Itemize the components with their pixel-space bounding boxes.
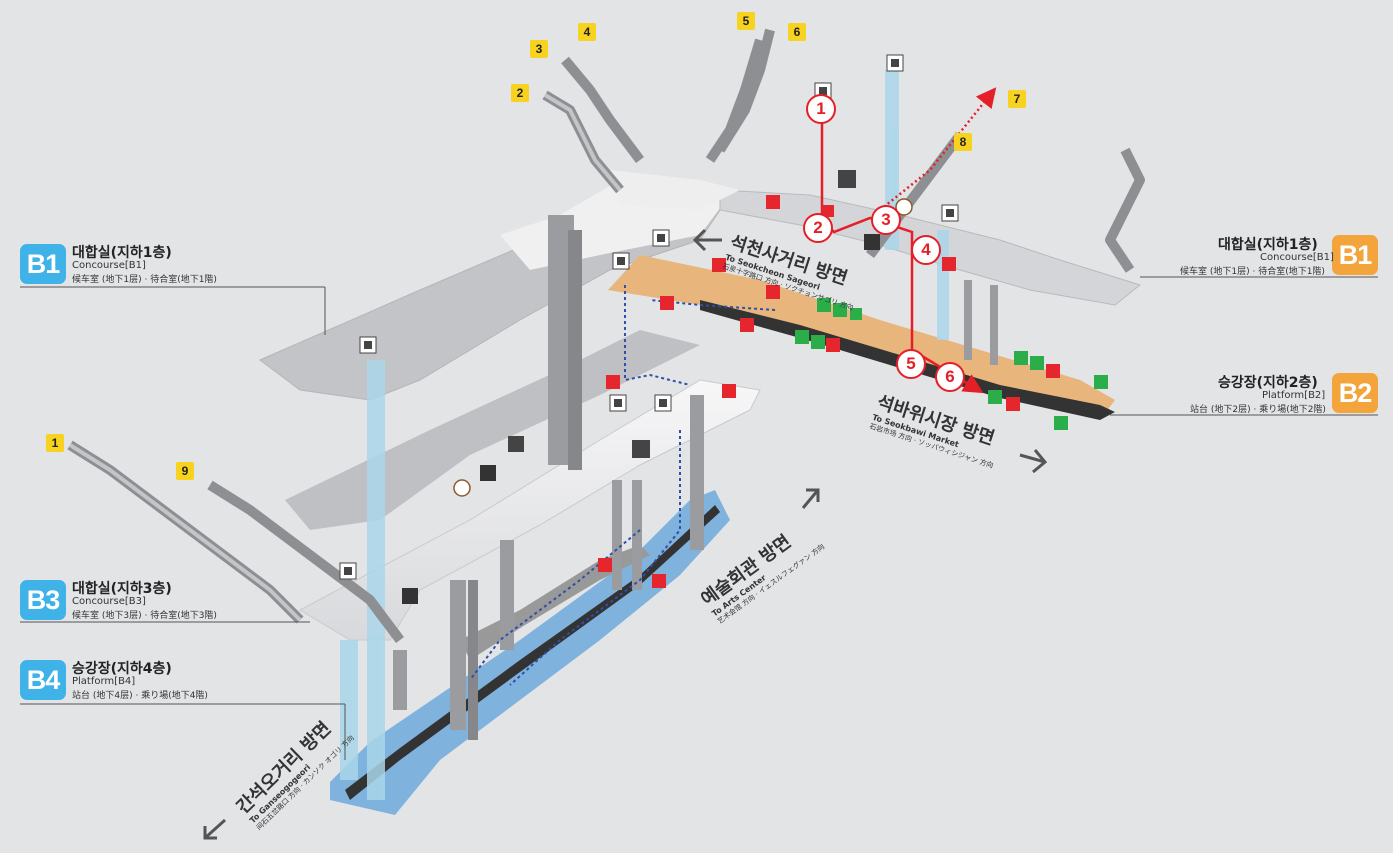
floor-cjk: 候车室 (地下3层) · 待合室(地下3階) <box>72 611 217 621</box>
floor-english: Platform[B2] <box>1262 390 1326 401</box>
restroom-icon <box>632 170 856 458</box>
floor-badge: B3 <box>20 580 66 620</box>
route-step-marker: 2 <box>803 213 833 243</box>
floor-badge: B4 <box>20 660 66 700</box>
exit-number-tag: 6 <box>788 23 806 41</box>
route-step-marker: 5 <box>896 349 926 379</box>
elevator-icon <box>339 54 959 580</box>
staircase-highlights <box>68 93 622 622</box>
route-step-marker: 6 <box>935 362 965 392</box>
floor-title: 대합실(지하1층) <box>72 245 172 261</box>
direction-arrows <box>203 228 1048 840</box>
b4-platform <box>330 490 730 815</box>
floor-badge: B1 <box>20 244 66 284</box>
floor-english: Concourse[B1] <box>1260 252 1334 263</box>
fire-extinguisher-icon <box>598 195 1060 588</box>
structural-columns <box>393 215 998 740</box>
floor-badge: B1 <box>1332 235 1378 275</box>
route-step-marker: 4 <box>911 235 941 265</box>
floor-cjk: 候车室 (地下1层) · 待合室(地下1階) <box>72 275 217 285</box>
floor-english: Concourse[B3] <box>72 596 146 607</box>
exit-number-tag: 5 <box>737 12 755 30</box>
staircases <box>67 28 1145 643</box>
floor-english: Concourse[B1] <box>72 260 146 271</box>
exit-number-tag: 3 <box>530 40 548 58</box>
exit-number-tag: 4 <box>578 23 596 41</box>
baby-care-icon <box>508 436 524 452</box>
floor-title: 대합실(지하3층) <box>72 581 172 597</box>
floor-cjk: 站台 (地下4层) · 乘り場(地下4階) <box>72 691 208 701</box>
floor-leader-lines <box>20 276 1378 760</box>
floor-cjk: 站台 (地下2层) · 乘り場(地下2階) <box>1190 405 1326 415</box>
information-icon <box>453 198 913 497</box>
floor-cjk: 候车室 (地下1层) · 待合室(地下1階) <box>1180 267 1325 277</box>
exit-number-tag: 7 <box>1008 90 1026 108</box>
escalator-icon <box>402 234 880 604</box>
floor-title: 대합실(지하1층) <box>1218 237 1318 253</box>
route-step-marker: 1 <box>806 94 836 124</box>
exit-number-tag: 1 <box>46 434 64 452</box>
floor-badge: B2 <box>1332 373 1378 413</box>
floor-english: Platform[B4] <box>72 676 136 687</box>
exit-number-tag: 2 <box>511 84 529 102</box>
route-step-marker: 3 <box>871 205 901 235</box>
emergency-phone-icon <box>795 298 1108 430</box>
floor-title: 승강장(지하4층) <box>72 661 172 677</box>
exit-number-tag: 8 <box>954 133 972 151</box>
exit-number-tag: 9 <box>176 462 194 480</box>
floor-title: 승강장(지하2층) <box>1218 375 1318 391</box>
